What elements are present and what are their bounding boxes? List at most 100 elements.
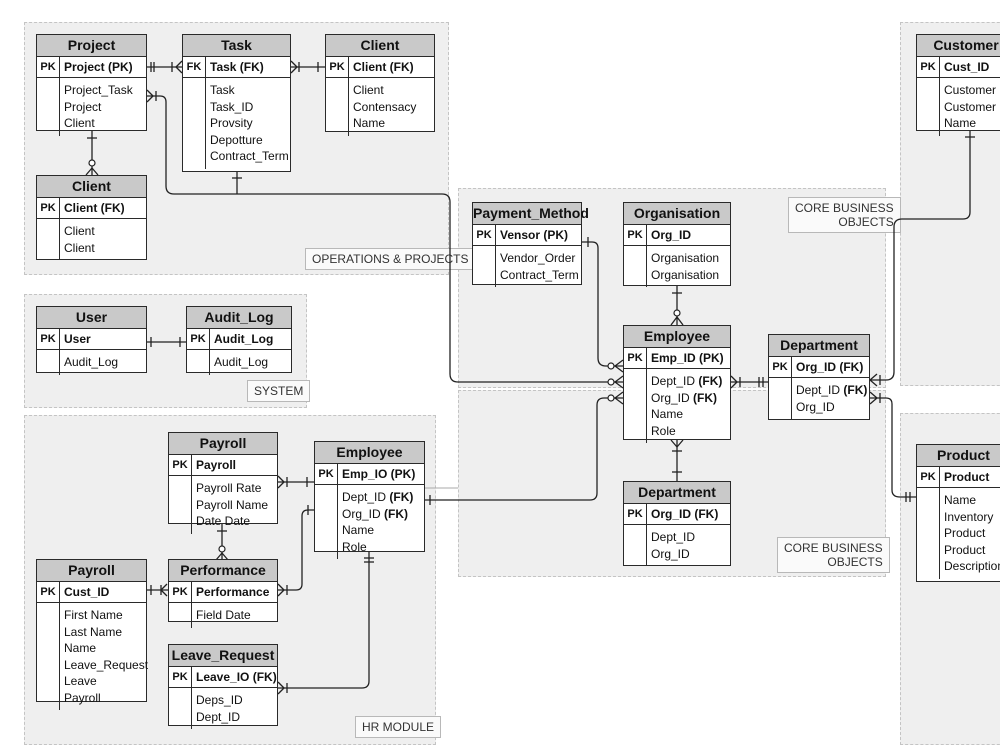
attribute: Task_ID (210, 99, 254, 114)
attribute: First Name (64, 608, 123, 622)
key-field: Emp_IO (PK) (342, 467, 416, 481)
key-field: Performance (196, 585, 270, 599)
key-field: Cust_ID (64, 585, 110, 599)
attribute: Payroll Rate (196, 481, 262, 495)
attribute: Dept_ID (FK) (651, 374, 723, 388)
attribute: Audit_Log (214, 355, 269, 369)
attribute: Org_ID (796, 399, 835, 414)
entity-title: Client (37, 176, 146, 198)
key-field: Product (944, 470, 990, 484)
key-tag: PK (37, 329, 60, 349)
entity-title: Project (37, 35, 146, 57)
attribute: Client (64, 116, 95, 130)
entity-title: Customer (917, 35, 1000, 57)
key-tag: PK (473, 225, 496, 245)
entity-title: Department (624, 482, 730, 504)
entity-department-right[interactable]: Department PK Org_ID (FK) Dept_ID (FK) Or… (768, 334, 870, 420)
attribute: Role (342, 539, 367, 554)
attribute: Name (944, 116, 977, 130)
attribute: Org_ID (FK) (651, 390, 718, 405)
key-tag: PK (37, 582, 60, 602)
key-tag: PK (624, 348, 647, 368)
attribute: Last Name (64, 624, 123, 639)
attribute: Role (651, 423, 676, 438)
attribute: Product (944, 526, 986, 540)
key-tag: PK (37, 57, 60, 77)
attribute: Contensacy (353, 99, 417, 114)
attribute: Payroll (64, 690, 101, 705)
attribute: Provsity (210, 116, 253, 130)
group-label-system: SYSTEM (247, 380, 311, 402)
entity-title: Product (917, 445, 1000, 467)
group-label-operations-projects: OPERATIONS & PROJECTS (305, 248, 476, 270)
attribute: Client (353, 83, 384, 97)
entity-title: User (37, 307, 146, 329)
entity-title: Employee (624, 326, 730, 348)
attribute: Dept_ID (651, 530, 696, 544)
key-tag: PK (769, 357, 792, 377)
attribute: Name (651, 407, 684, 421)
key-field: Client (FK) (64, 201, 125, 215)
key-field: Payroll (196, 458, 237, 472)
key-field: User (64, 332, 91, 346)
attribute: Project_Task (64, 83, 133, 97)
entity-title: Payroll (169, 433, 277, 455)
group-label-core-bottom: CORE BUSINESS OBJECTS (777, 537, 890, 573)
attribute: Deps_ID (196, 693, 243, 707)
key-field: Org_ID (FK) (796, 360, 864, 374)
attribute: Dept_ID (196, 709, 241, 724)
attribute: Name (944, 493, 977, 507)
key-tag: PK (326, 57, 349, 77)
entity-title: Task (183, 35, 290, 57)
attribute: Organisation (651, 251, 720, 265)
attribute: Leave (64, 674, 97, 688)
key-field: Audit_Log (214, 332, 274, 346)
entity-title: Department (769, 335, 869, 357)
entity-title: Organisation (624, 203, 730, 225)
attribute: Date Date (196, 514, 251, 528)
attribute: Task (210, 83, 235, 97)
key-field: Emp_ID (PK) (651, 351, 724, 365)
attribute: Payroll Name (196, 497, 269, 512)
attribute: Org_ID (651, 546, 690, 561)
attribute: Dept_ID (FK) (796, 383, 868, 397)
entity-title: Payment_Method (473, 203, 589, 225)
key-field: Leave_IO (FK) (196, 670, 277, 684)
attribute: Name (353, 116, 386, 130)
entity-title: Performance (169, 560, 277, 582)
key-tag: PK (187, 329, 210, 349)
entity-title: Employee (315, 442, 424, 464)
entity-title: Leave_Request (169, 645, 277, 667)
attribute: Product (944, 542, 986, 557)
group-label-core-top: CORE BUSINESS OBJECTS (788, 197, 901, 233)
attribute: Depotture (210, 132, 263, 147)
attribute: Description (944, 559, 1000, 573)
entity-employee-core[interactable]: Employee PK Emp_ID (PK) Dept_ID (FK) Org_… (623, 325, 731, 443)
attribute: Customer (944, 99, 997, 114)
attribute: Leave_Request (64, 657, 149, 672)
attribute: Client (64, 224, 95, 238)
key-tag: PK (917, 57, 940, 77)
entity-title: Payroll (37, 560, 146, 582)
key-field: Project (PK) (64, 60, 133, 74)
key-field: Cust_ID (944, 60, 990, 74)
attribute: Audit_Log (64, 355, 119, 369)
key-field: Task (FK) (210, 60, 264, 74)
